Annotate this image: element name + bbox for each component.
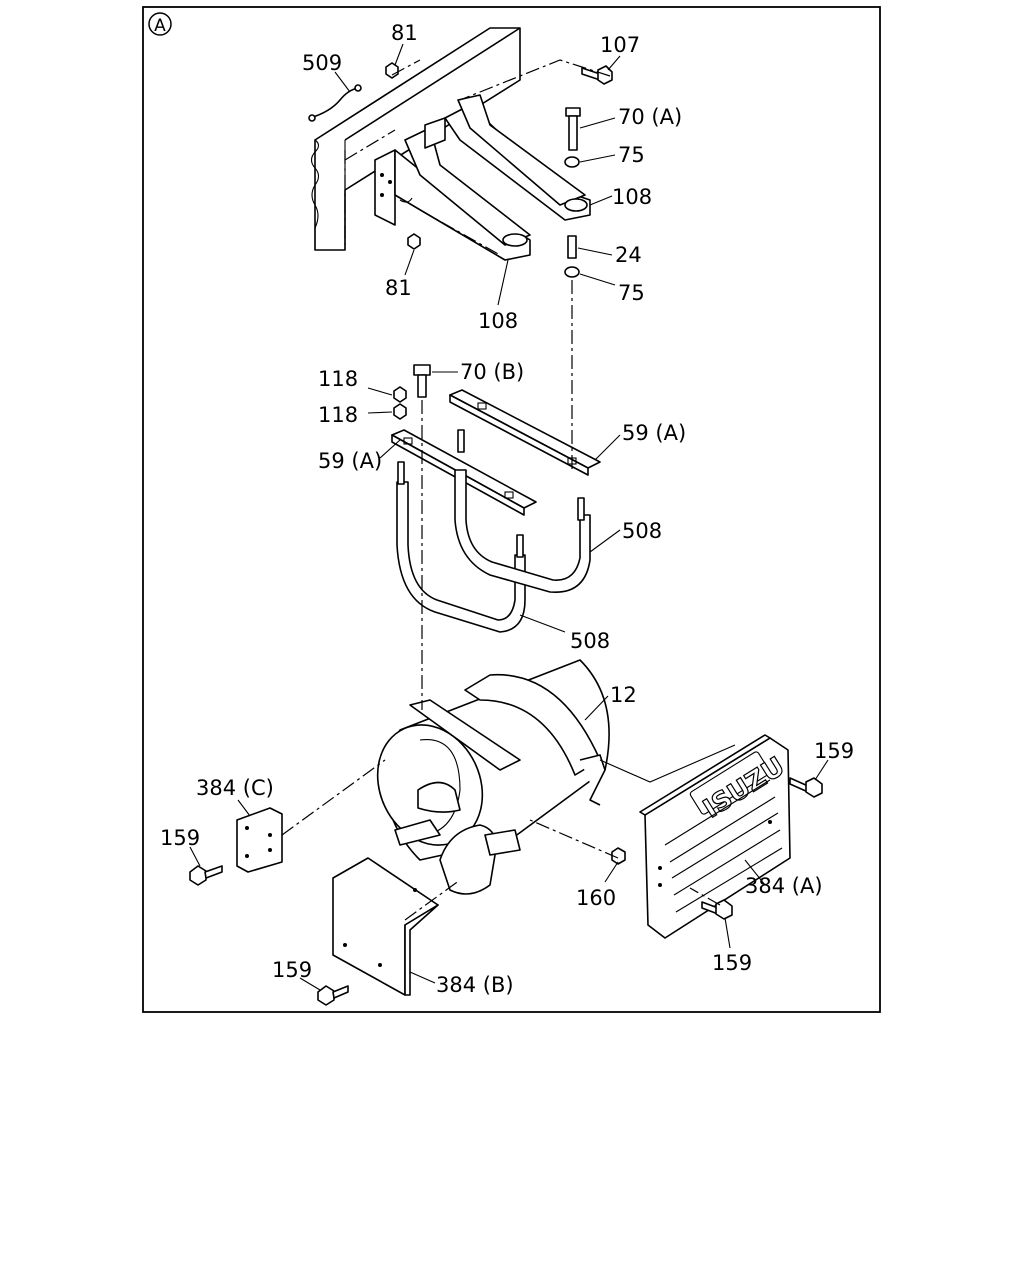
washer-75-bottom <box>564 266 580 278</box>
callout-159-left: 159 <box>160 826 200 850</box>
view-marker-letter: A <box>154 16 166 36</box>
callout-81-top: 81 <box>391 21 418 45</box>
band-508-front <box>396 461 526 633</box>
bracket-108-rear <box>424 94 591 221</box>
callout-81-bottom: 81 <box>385 276 412 300</box>
callout-118-top: 118 <box>318 367 358 391</box>
bolt-159-right <box>789 777 823 798</box>
callout-12: 12 <box>610 683 637 707</box>
callout-59a-left: 59 (A) <box>318 449 382 473</box>
bracket-59a-rear <box>449 389 601 476</box>
callout-509: 509 <box>302 51 342 75</box>
view-marker: A <box>148 12 172 36</box>
bolt-159-left <box>189 865 223 886</box>
callout-24: 24 <box>615 243 642 267</box>
callout-508-right: 508 <box>622 519 662 543</box>
callout-384c: 384 (C) <box>196 776 274 800</box>
spacer-24 <box>567 235 577 259</box>
callout-160: 160 <box>576 886 616 910</box>
callout-384b: 384 (B) <box>436 973 514 997</box>
heat-shield-384b <box>332 857 439 996</box>
nut-160 <box>611 847 626 865</box>
diagram-frame <box>142 6 881 1013</box>
callout-70a: 70 (A) <box>618 105 682 129</box>
washer-75-top <box>564 156 580 168</box>
callout-75-top: 75 <box>618 143 645 167</box>
callout-59a-right: 59 (A) <box>622 421 686 445</box>
heat-shield-384c <box>236 807 283 873</box>
callout-107: 107 <box>600 33 640 57</box>
callout-70b: 70 (B) <box>460 360 524 384</box>
leader-lines <box>189 43 829 991</box>
callout-384a: 384 (A) <box>745 874 823 898</box>
nut-118-bottom <box>393 403 407 420</box>
nut-118-top <box>393 386 407 403</box>
muffler-12 <box>376 659 610 895</box>
callout-159-right: 159 <box>814 739 854 763</box>
assembly-lines <box>281 59 736 921</box>
callout-159-bottom-left: 159 <box>272 958 312 982</box>
clamp-509 <box>308 84 362 122</box>
callout-labels: 509 81 107 70 (A) 75 108 24 75 81 108 11… <box>160 21 854 997</box>
callout-108-bottom: 108 <box>478 309 518 333</box>
callout-159-bottom-right: 159 <box>712 951 752 975</box>
nut-81-top <box>385 62 399 79</box>
nut-81-bottom <box>407 233 421 250</box>
callout-118-bottom: 118 <box>318 403 358 427</box>
band-508-rear <box>454 429 591 593</box>
callout-508-bottom: 508 <box>570 629 610 653</box>
bolt-70b <box>413 364 431 398</box>
bolt-159-bottom-left <box>317 985 349 1006</box>
bolt-70a <box>565 107 581 151</box>
callout-75-bottom: 75 <box>618 281 645 305</box>
callout-108-right: 108 <box>612 185 652 209</box>
